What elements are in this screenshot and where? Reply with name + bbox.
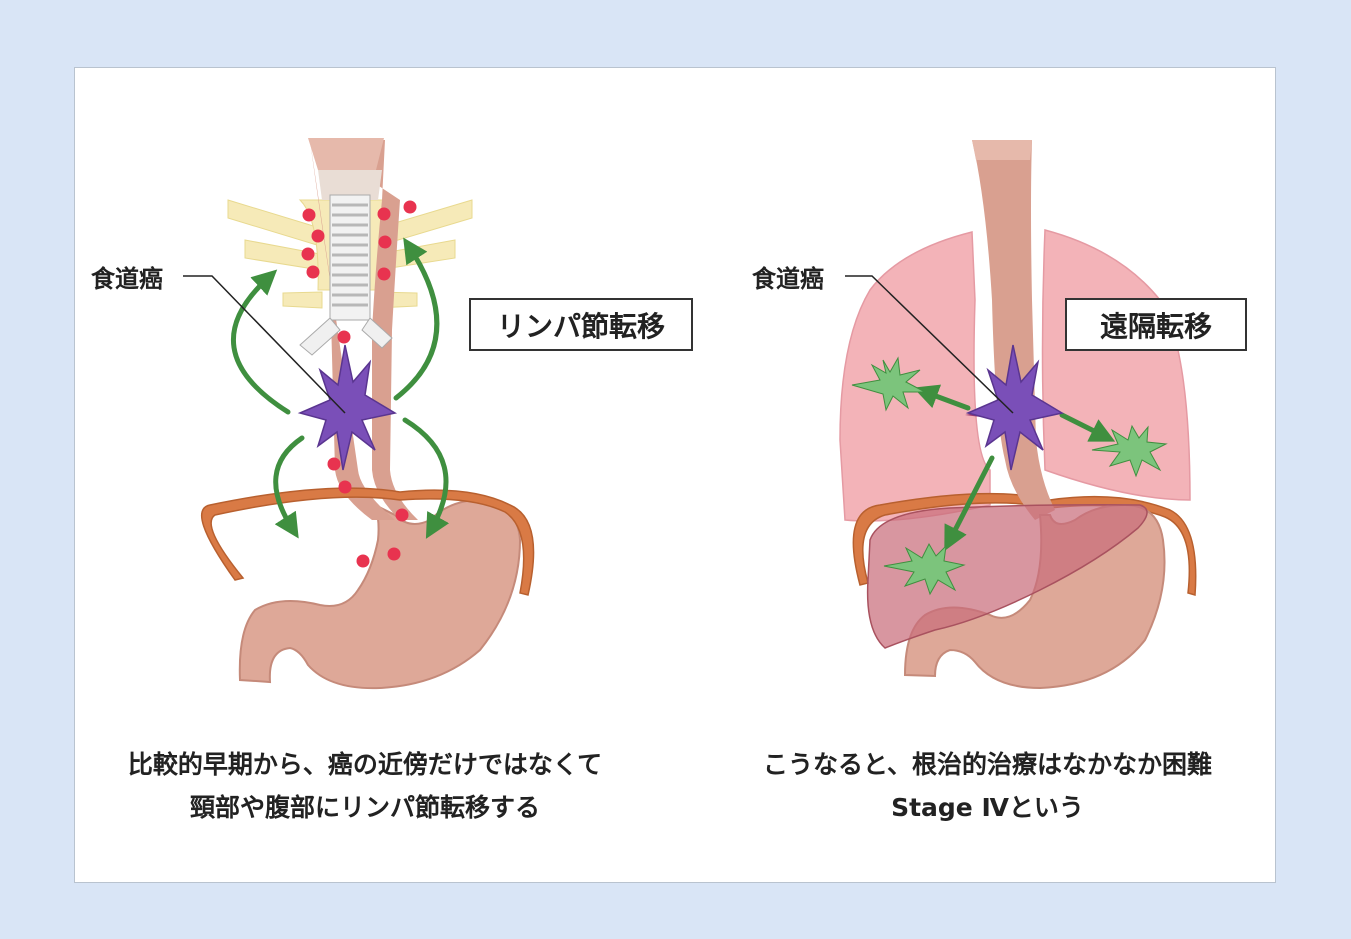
distant-spread-arrows — [913, 384, 1116, 552]
lung-right-side — [1041, 229, 1191, 501]
caption-left-line2: 頸部や腹部にリンパ節転移する — [189, 793, 540, 822]
stomach-left — [238, 498, 522, 690]
metastases — [851, 356, 1168, 596]
caption-right-line2: Stage Ⅳという — [891, 793, 1084, 822]
lung-left-side — [839, 231, 991, 522]
tumor-label-left: 食道癌 — [91, 265, 163, 293]
caption-right-line1: こうなると、根治的治療はなかなか困難 — [762, 750, 1212, 779]
diaphragm-right — [852, 492, 1197, 596]
leader-line-left — [183, 275, 346, 414]
tumor-right — [965, 344, 1065, 471]
caption-left-line1: 比較的早期から、癌の近傍だけではなくて — [127, 750, 603, 779]
caption-left: 比較的早期から、癌の近傍だけではなくて 頸部や腹部にリンパ節転移する — [60, 743, 670, 829]
lymph-spread-arrows — [230, 237, 450, 539]
caption-right: こうなると、根治的治療はなかなか困難 Stage Ⅳという — [700, 743, 1275, 829]
right-illustration — [839, 140, 1197, 690]
tumor-left — [297, 344, 398, 471]
leader-line-right — [845, 275, 1014, 414]
lymph-nodes — [301, 200, 417, 568]
box-label-right: 遠隔転移 — [1065, 298, 1247, 351]
left-illustration — [183, 138, 535, 690]
tumor-label-right: 食道癌 — [752, 265, 824, 293]
box-label-left: リンパ節転移 — [469, 298, 693, 351]
esophagus-right — [972, 140, 1055, 520]
trachea — [299, 194, 393, 356]
